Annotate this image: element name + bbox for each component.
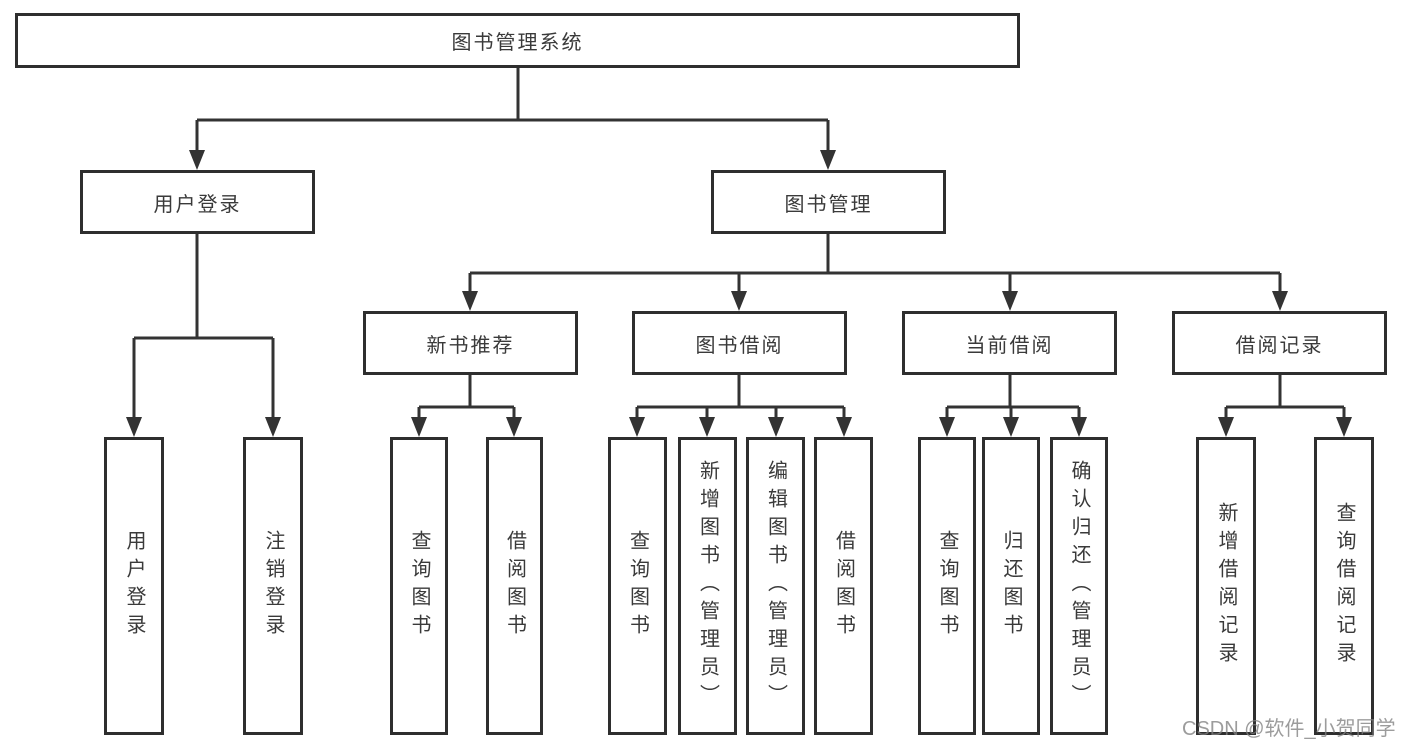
leaf-newbooks-borrow: 借阅图书 — [486, 437, 543, 735]
node-current-borrow: 当前借阅 — [902, 311, 1117, 375]
connector-userlogin-to-leaves — [132, 234, 275, 419]
leaf-records-search-label: 查询借阅记录 — [1333, 502, 1355, 670]
connector-bookborrow-to-leaves — [635, 375, 846, 421]
node-user-login-label: 用户登录 — [153, 193, 242, 216]
node-book-management-label: 图书管理 — [784, 193, 873, 216]
leaf-current-search: 查询图书 — [918, 437, 976, 735]
node-book-borrow: 图书借阅 — [632, 311, 847, 375]
node-book-management: 图书管理 — [711, 170, 946, 234]
node-root-label: 图书管理系统 — [451, 32, 584, 54]
leaf-records-add: 新增借阅记录 — [1196, 437, 1256, 735]
leaf-borrow-add: 新增图书（管理员） — [678, 437, 737, 735]
leaf-logout: 注销登录 — [243, 437, 303, 735]
leaf-current-confirm-return: 确认归还（管理员） — [1050, 437, 1108, 735]
connector-newbooks-to-leaves — [417, 375, 516, 421]
leaf-newbooks-borrow-label: 借阅图书 — [503, 530, 526, 642]
leaf-records-search: 查询借阅记录 — [1314, 437, 1374, 735]
node-borrow-records-label: 借阅记录 — [1235, 334, 1324, 357]
node-new-book-recommend-label: 新书推荐 — [426, 334, 515, 357]
node-current-borrow-label: 当前借阅 — [965, 334, 1054, 357]
node-book-borrow-label: 图书借阅 — [695, 334, 784, 357]
leaf-current-search-label: 查询图书 — [936, 530, 958, 642]
leaf-user-login: 用户登录 — [104, 437, 164, 735]
node-borrow-records: 借阅记录 — [1172, 311, 1387, 375]
leaf-borrow-add-label: 新增图书（管理员） — [696, 460, 719, 712]
leaf-user-login-label: 用户登录 — [123, 530, 145, 642]
connector-root-to-level1 — [195, 68, 830, 152]
connector-records-to-leaves — [1224, 375, 1346, 421]
connector-bookmgmt-to-level2 — [468, 234, 1282, 293]
node-new-book-recommend: 新书推荐 — [363, 311, 578, 375]
leaf-records-add-label: 新增借阅记录 — [1215, 502, 1237, 670]
leaf-borrow-edit-label: 编辑图书（管理员） — [764, 460, 787, 712]
leaf-newbooks-search-label: 查询图书 — [408, 530, 430, 642]
node-user-login: 用户登录 — [80, 170, 315, 234]
watermark-text: CSDN @软件_小贺同学 — [1182, 718, 1396, 740]
leaf-borrow-search: 查询图书 — [608, 437, 667, 735]
leaf-borrow-borrow: 借阅图书 — [814, 437, 873, 735]
leaf-borrow-edit: 编辑图书（管理员） — [746, 437, 805, 735]
leaf-borrow-search-label: 查询图书 — [626, 530, 649, 642]
connector-currentborrow-to-leaves — [945, 375, 1081, 421]
leaf-current-return: 归还图书 — [982, 437, 1040, 735]
leaf-borrow-borrow-label: 借阅图书 — [832, 530, 855, 642]
node-root: 图书管理系统 — [15, 13, 1020, 68]
leaf-newbooks-search: 查询图书 — [390, 437, 448, 735]
leaf-logout-label: 注销登录 — [262, 530, 284, 642]
leaf-current-confirm-return-label: 确认归还（管理员） — [1068, 460, 1090, 712]
arrowheads — [126, 150, 1352, 437]
leaf-current-return-label: 归还图书 — [1000, 530, 1022, 642]
